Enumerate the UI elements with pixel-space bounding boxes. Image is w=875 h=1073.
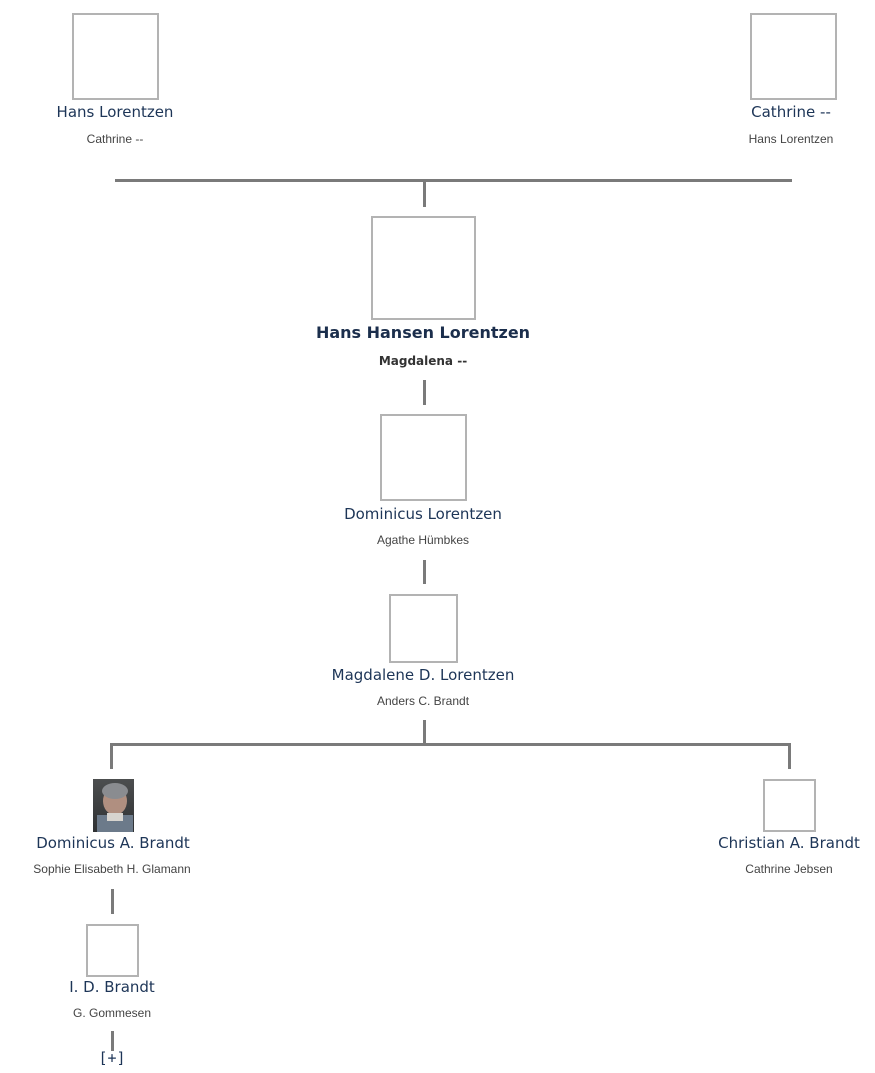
photo-placeholder-gen3b[interactable] xyxy=(763,779,816,832)
person-name-gen1[interactable]: Dominicus Lorentzen xyxy=(344,505,502,523)
portrait-image xyxy=(93,779,134,832)
person-name-gen2[interactable]: Magdalene D. Lorentzen xyxy=(331,666,515,684)
photo-placeholder-mother[interactable] xyxy=(750,13,837,100)
spouse-name-gen3a: Sophie Elisabeth H. Glamann xyxy=(33,862,191,876)
expand-descendants-button[interactable]: [+] xyxy=(98,1049,126,1067)
spouse-name-gen4: G. Gommesen xyxy=(72,1006,152,1020)
photo-placeholder-gen1[interactable] xyxy=(380,414,467,501)
person-name-gen3b[interactable]: Christian A. Brandt xyxy=(718,834,860,852)
person-name-root[interactable]: Hans Hansen Lorentzen xyxy=(315,323,531,342)
person-photo-gen3a[interactable] xyxy=(93,779,134,832)
photo-placeholder-gen2[interactable] xyxy=(389,594,458,663)
person-name-gen3a[interactable]: Dominicus A. Brandt xyxy=(36,834,190,852)
connector-line-parents-horizontal xyxy=(115,179,792,182)
photo-placeholder-father[interactable] xyxy=(72,13,159,100)
person-name-gen4[interactable]: I. D. Brandt xyxy=(69,978,155,996)
connector-line-gen3a-gen4 xyxy=(111,889,114,914)
spouse-name-gen1: Agathe Hümbkes xyxy=(376,533,470,547)
spouse-name-gen3b: Cathrine Jebsen xyxy=(745,862,833,876)
connector-line-child-left xyxy=(110,743,113,769)
spouse-name-root: Magdalena -- xyxy=(378,354,468,368)
connector-line-gen2-drop xyxy=(423,720,426,745)
spouse-name-father: Cathrine -- xyxy=(86,132,144,146)
connector-line-parents-drop xyxy=(423,179,426,207)
connector-line-root-gen1 xyxy=(423,380,426,405)
person-name-father[interactable]: Hans Lorentzen xyxy=(56,103,174,121)
person-name-mother[interactable]: Cathrine -- xyxy=(751,103,831,121)
photo-placeholder-root[interactable] xyxy=(371,216,476,320)
connector-line-child-right xyxy=(788,743,791,769)
spouse-name-gen2: Anders C. Brandt xyxy=(376,694,470,708)
spouse-name-mother: Hans Lorentzen xyxy=(748,132,834,146)
photo-placeholder-gen4[interactable] xyxy=(86,924,139,977)
connector-line-gen1-gen2 xyxy=(423,560,426,584)
connector-line-children-horizontal xyxy=(110,743,791,746)
connector-line-gen4-expand xyxy=(111,1031,114,1051)
